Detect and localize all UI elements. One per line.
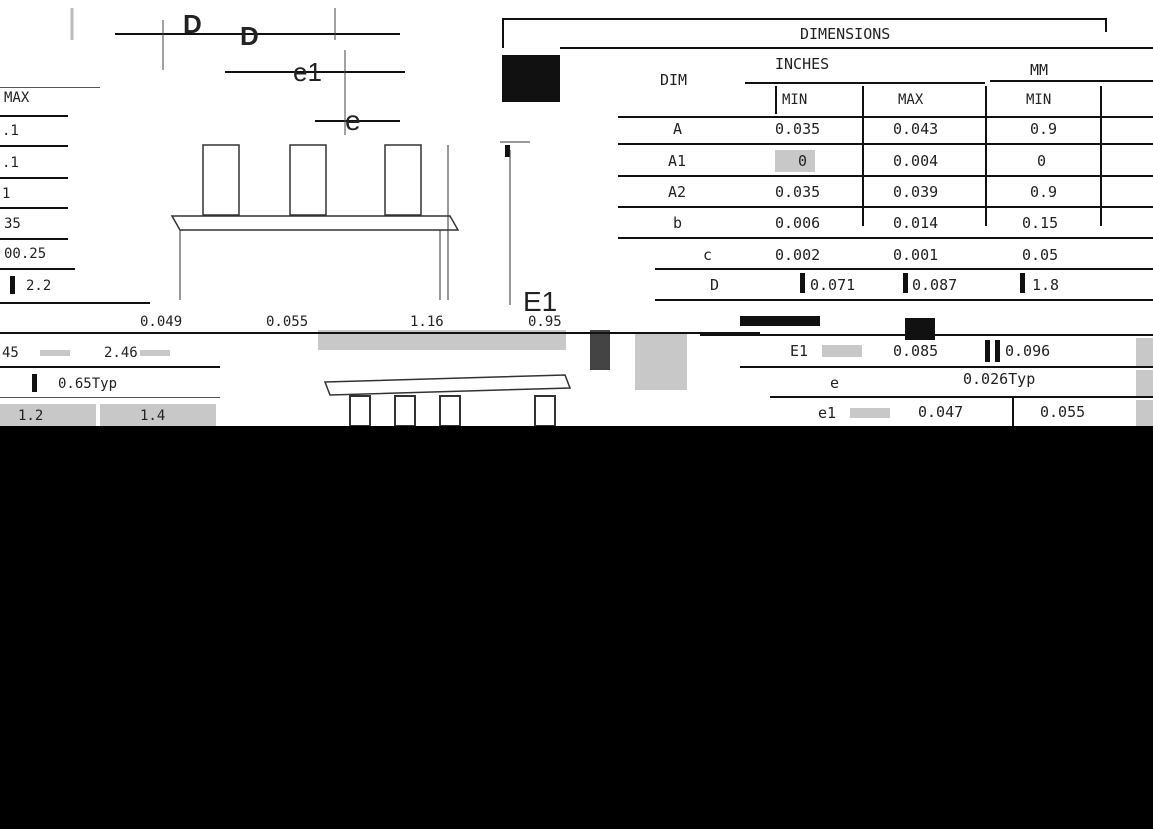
dim-header: DIM xyxy=(660,71,688,89)
row-in-min: 0.085 xyxy=(893,342,939,360)
left-typ-value: 0.65Typ xyxy=(58,376,118,392)
left-value: .1 xyxy=(2,155,19,171)
row-dim: A2 xyxy=(668,183,687,201)
row-dim: c xyxy=(703,246,713,264)
left-e1-value: 2.46 xyxy=(104,345,138,361)
left-value: .1 xyxy=(2,123,19,139)
row-in-max: 0.004 xyxy=(893,152,939,170)
e-row-value: 0.95 xyxy=(528,314,562,330)
left-value: 35 xyxy=(4,216,21,232)
row-in-max: 0.055 xyxy=(1040,403,1086,421)
left-value: 1 xyxy=(2,186,11,202)
inches-header: INCHES xyxy=(775,55,830,73)
row-dim: E1 xyxy=(790,342,809,360)
row-in-max: 0.001 xyxy=(893,246,939,264)
mm-min-header: MIN xyxy=(1026,92,1052,108)
row-in-max: 0.039 xyxy=(893,183,939,201)
dim-label-e1: e1 xyxy=(293,57,322,87)
black-block xyxy=(502,55,560,102)
row-mm-min: 0.9 xyxy=(1030,120,1058,138)
row-dim: A xyxy=(673,120,683,138)
min-header: MIN xyxy=(782,92,808,108)
row-in-max: 0.087 xyxy=(912,276,958,294)
dim-label-d: D xyxy=(183,9,202,39)
left-header-max: MAX xyxy=(4,90,30,106)
e-row-value: 0.055 xyxy=(266,314,309,330)
left-last-value: 1.2 xyxy=(18,408,44,424)
package-outline-drawing xyxy=(70,8,687,426)
row-in-min: 0.002 xyxy=(775,246,821,264)
left-e1-value: 45 xyxy=(2,345,19,361)
row-in-min: 0.071 xyxy=(810,276,856,294)
row-dim: A1 xyxy=(668,152,687,170)
left-value: 00.25 xyxy=(4,246,47,262)
dim-label-e1-side: E1 xyxy=(523,286,558,317)
row-in-max: 0.043 xyxy=(893,120,939,138)
row-mm-min: 0.9 xyxy=(1030,183,1058,201)
table-title: DIMENSIONS xyxy=(800,25,891,43)
row-dim: D xyxy=(710,276,720,294)
row-mm-min: 1.8 xyxy=(1032,276,1060,294)
row-in-max: 0.014 xyxy=(893,214,939,232)
row-in-min: 0.006 xyxy=(775,214,821,232)
row-in-max: 0.096 xyxy=(1005,342,1051,360)
mm-header: MM xyxy=(1030,61,1049,79)
e-row-value: 0.049 xyxy=(140,314,183,330)
row-mm-min: 0.05 xyxy=(1022,246,1059,264)
row-dim: e1 xyxy=(818,404,837,422)
package-dimension-sheet: D D e1 e E1 MAX .1 .1 1 35 00.25 2.2 0.0… xyxy=(0,0,1153,426)
row-mm-min: 0.15 xyxy=(1022,214,1059,232)
dim-label-d-shadow: D xyxy=(240,21,259,51)
dim-label-e: e xyxy=(345,105,361,136)
max-header: MAX xyxy=(898,92,924,108)
row-mm-min: 0 xyxy=(1037,152,1047,170)
row-typ: 0.026Typ xyxy=(963,370,1036,388)
left-value: 2.2 xyxy=(26,278,52,294)
row-in-min: 0.035 xyxy=(775,120,821,138)
left-last-value: 1.4 xyxy=(140,408,166,424)
row-dim: b xyxy=(673,214,683,232)
row-in-min: 0.047 xyxy=(918,403,964,421)
row-in-min: 0 xyxy=(798,152,808,170)
e-row-value: 1.16 xyxy=(410,314,444,330)
row-dim: e xyxy=(830,374,840,392)
row-in-min: 0.035 xyxy=(775,183,821,201)
